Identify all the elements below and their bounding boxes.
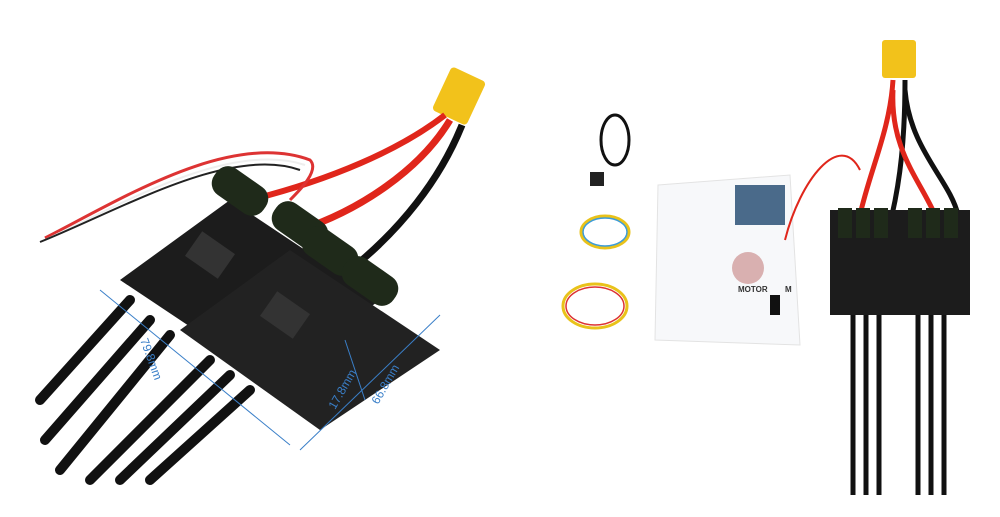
right-esc-assembly [784,40,970,495]
manual: MOTOR M [654,174,801,346]
left-esc-assembly: 79.8mm 17.8mm 66.8mm [35,67,486,485]
manual-label-motor: MOTOR [738,285,768,294]
xt-connector [432,67,486,125]
esc-board-2 [180,250,440,430]
jst-cable-large [561,282,629,330]
manual-label-m: M [785,285,792,294]
usb-cable [590,113,631,186]
jst-cable-small [579,214,631,250]
xt-connector [882,40,916,78]
